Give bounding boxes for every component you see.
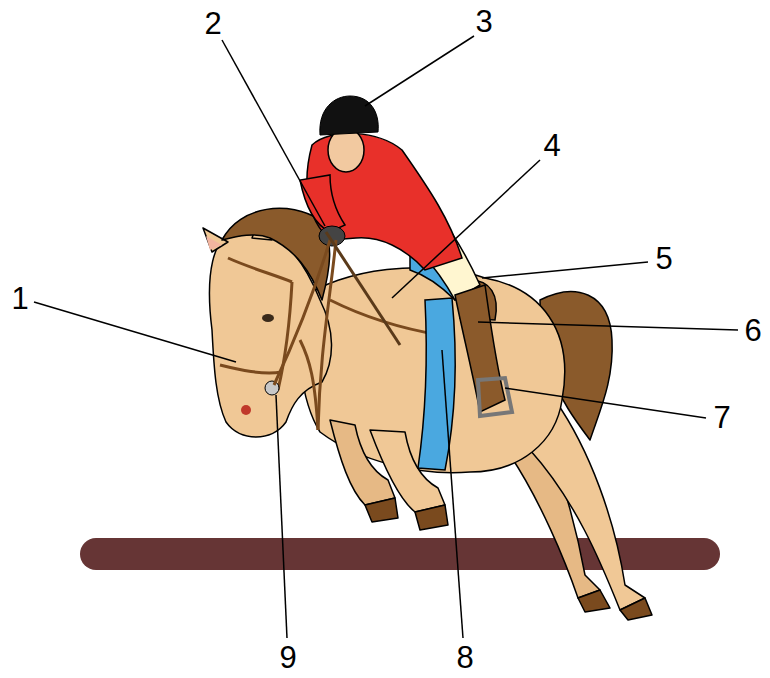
callout-number: 2 (204, 8, 221, 39)
leader-lines (34, 36, 738, 638)
callout-number: 7 (713, 402, 730, 433)
callout-number: 4 (543, 130, 560, 161)
jump-pole (80, 538, 720, 570)
callout-number: 8 (456, 642, 473, 673)
callout-number: 6 (744, 315, 761, 346)
callout-number: 5 (655, 243, 672, 274)
callout-number: 1 (11, 283, 28, 314)
callout-number: 9 (279, 642, 296, 673)
callout-number: 3 (475, 6, 492, 37)
